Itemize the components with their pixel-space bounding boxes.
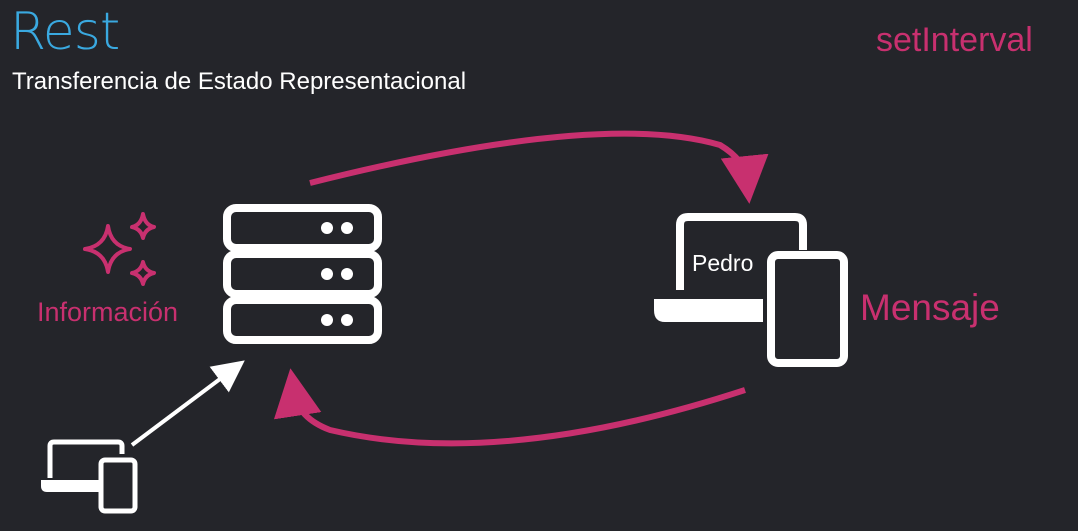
slide-subtitle: Transferencia de Estado Representacional <box>12 68 467 95</box>
slide-title: Rest <box>10 2 120 62</box>
setinterval-label: setInterval <box>876 21 1033 59</box>
curved-arrow-icon <box>273 368 746 447</box>
server-icon <box>223 204 382 344</box>
curved-arrow-icon <box>309 130 769 204</box>
sparkles-icon <box>83 212 156 286</box>
small-laptop-phone-icon <box>41 439 138 514</box>
laptop-phone-icon <box>654 213 848 367</box>
straight-arrow-icon <box>130 360 245 447</box>
info-label: Información <box>37 297 179 327</box>
user-name-label: Pedro <box>692 250 754 276</box>
message-label: Mensaje <box>860 287 1000 328</box>
